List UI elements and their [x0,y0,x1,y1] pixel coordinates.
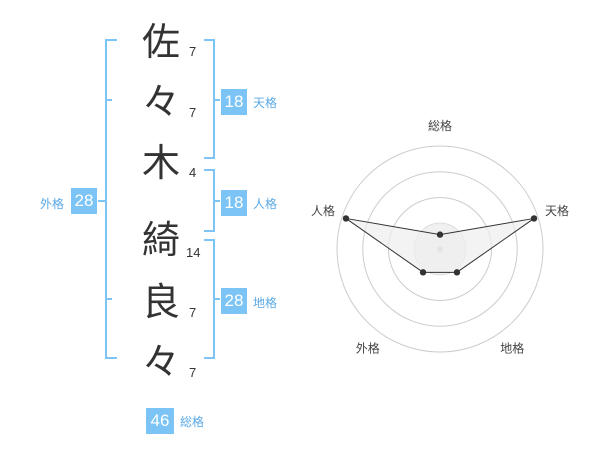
name-char-3: 木 [141,141,180,185]
radar-ring-3 [362,171,518,327]
stroke-count-3: 4 [189,165,197,180]
jinkaku-bracket [204,169,220,232]
radar-ring-2 [388,197,492,301]
chikaku-label: 地格 [253,296,278,310]
soukaku-label: 総格 [180,415,205,429]
chikaku-bracket [204,239,220,359]
chikaku-badge: 28 [221,288,247,314]
radar-axis-label-4: 外格 [356,341,380,356]
name-char-6: 々 [141,340,180,384]
radar-axis-label-1: 総格 [428,118,452,133]
radar-axis-label-2: 天格 [545,203,569,218]
stroke-count-4: 14 [186,245,201,260]
tenkaku-bracket [204,39,220,159]
gaikaku-label: 外格 [40,197,65,211]
stroke-count-1: 7 [189,44,197,59]
radar-axis-label-3: 地格 [500,341,524,356]
radar-point-1 [436,231,444,238]
stroke-count-2: 7 [189,105,197,120]
radar-point-3 [453,269,461,276]
brackets [98,39,220,359]
name-char-2: 々 [141,80,180,124]
stroke-count-5: 7 [189,305,197,320]
name-char-4: 綺 [141,218,180,262]
jinkaku-badge: 18 [221,190,247,216]
jinkaku-label: 人格 [253,197,278,211]
radar-axis-label-5: 人格 [311,203,335,218]
radar-point-4 [419,269,427,276]
name-char-1: 佐 [141,20,180,64]
radar-point-5 [342,215,350,222]
stroke-count-6: 7 [189,365,197,380]
gaikaku-badge: 28 [71,188,97,214]
radar-value-polygon [345,217,535,273]
gaikaku-bracket [98,39,117,359]
tenkaku-badge: 18 [221,89,247,115]
radar-point-2 [530,215,538,222]
tenkaku-label: 天格 [253,96,278,110]
name-char-5: 良 [141,280,180,324]
soukaku-badge: 46 [146,408,174,434]
radar-ring-4 [336,145,544,353]
